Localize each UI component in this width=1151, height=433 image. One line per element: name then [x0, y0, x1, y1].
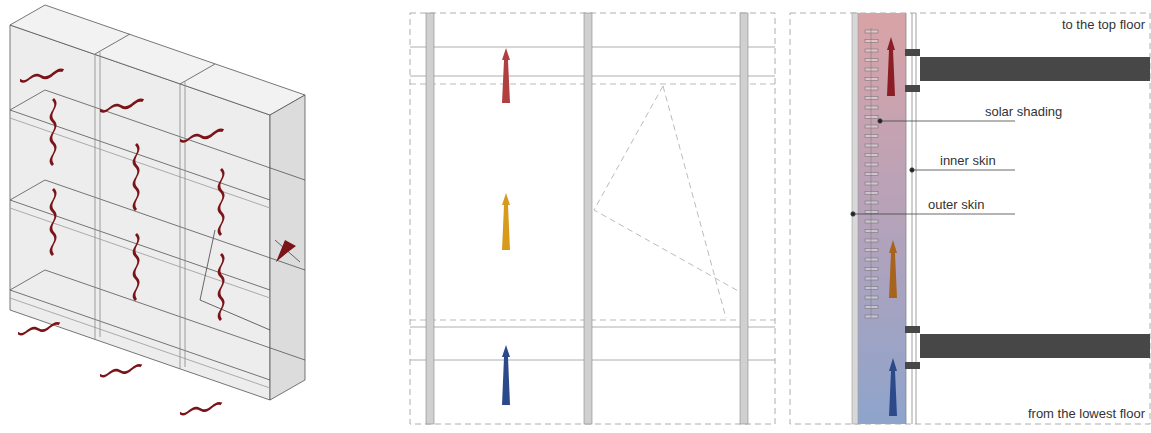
- louver: [865, 135, 878, 138]
- louver: [865, 106, 878, 109]
- louver: [865, 49, 878, 52]
- louver: [865, 68, 878, 71]
- annotation-label: inner skin: [940, 153, 996, 168]
- louver: [865, 87, 878, 90]
- annotation-label: to the top floor: [1062, 17, 1145, 32]
- facade-elevation: [410, 13, 775, 424]
- louver: [865, 125, 878, 128]
- louver: [865, 78, 878, 81]
- louver: [865, 239, 878, 242]
- louver: [865, 277, 878, 280]
- louver: [865, 144, 878, 147]
- annotation-label: solar shading: [985, 104, 1062, 119]
- louver: [865, 154, 878, 157]
- louver: [865, 173, 878, 176]
- louver: [865, 315, 878, 318]
- louver: [865, 268, 878, 271]
- louver: [865, 116, 878, 119]
- louver: [865, 97, 878, 100]
- annotation-label: outer skin: [928, 197, 984, 212]
- louver: [865, 258, 878, 261]
- facade-section: [790, 13, 1150, 424]
- louver: [865, 30, 878, 33]
- facade-isometric: [10, 5, 305, 400]
- airflow-ribbons: [18, 69, 296, 416]
- louver: [865, 211, 878, 214]
- louver: [865, 163, 878, 166]
- louver: [865, 306, 878, 309]
- annotation-label: from the lowest floor: [1028, 406, 1145, 421]
- louver: [865, 287, 878, 290]
- louver: [865, 201, 878, 204]
- louver: [865, 192, 878, 195]
- louver: [865, 296, 878, 299]
- louver: [865, 59, 878, 62]
- louver: [865, 220, 878, 223]
- louver: [865, 40, 878, 43]
- louver: [865, 182, 878, 185]
- louver: [865, 249, 878, 252]
- louver: [865, 230, 878, 233]
